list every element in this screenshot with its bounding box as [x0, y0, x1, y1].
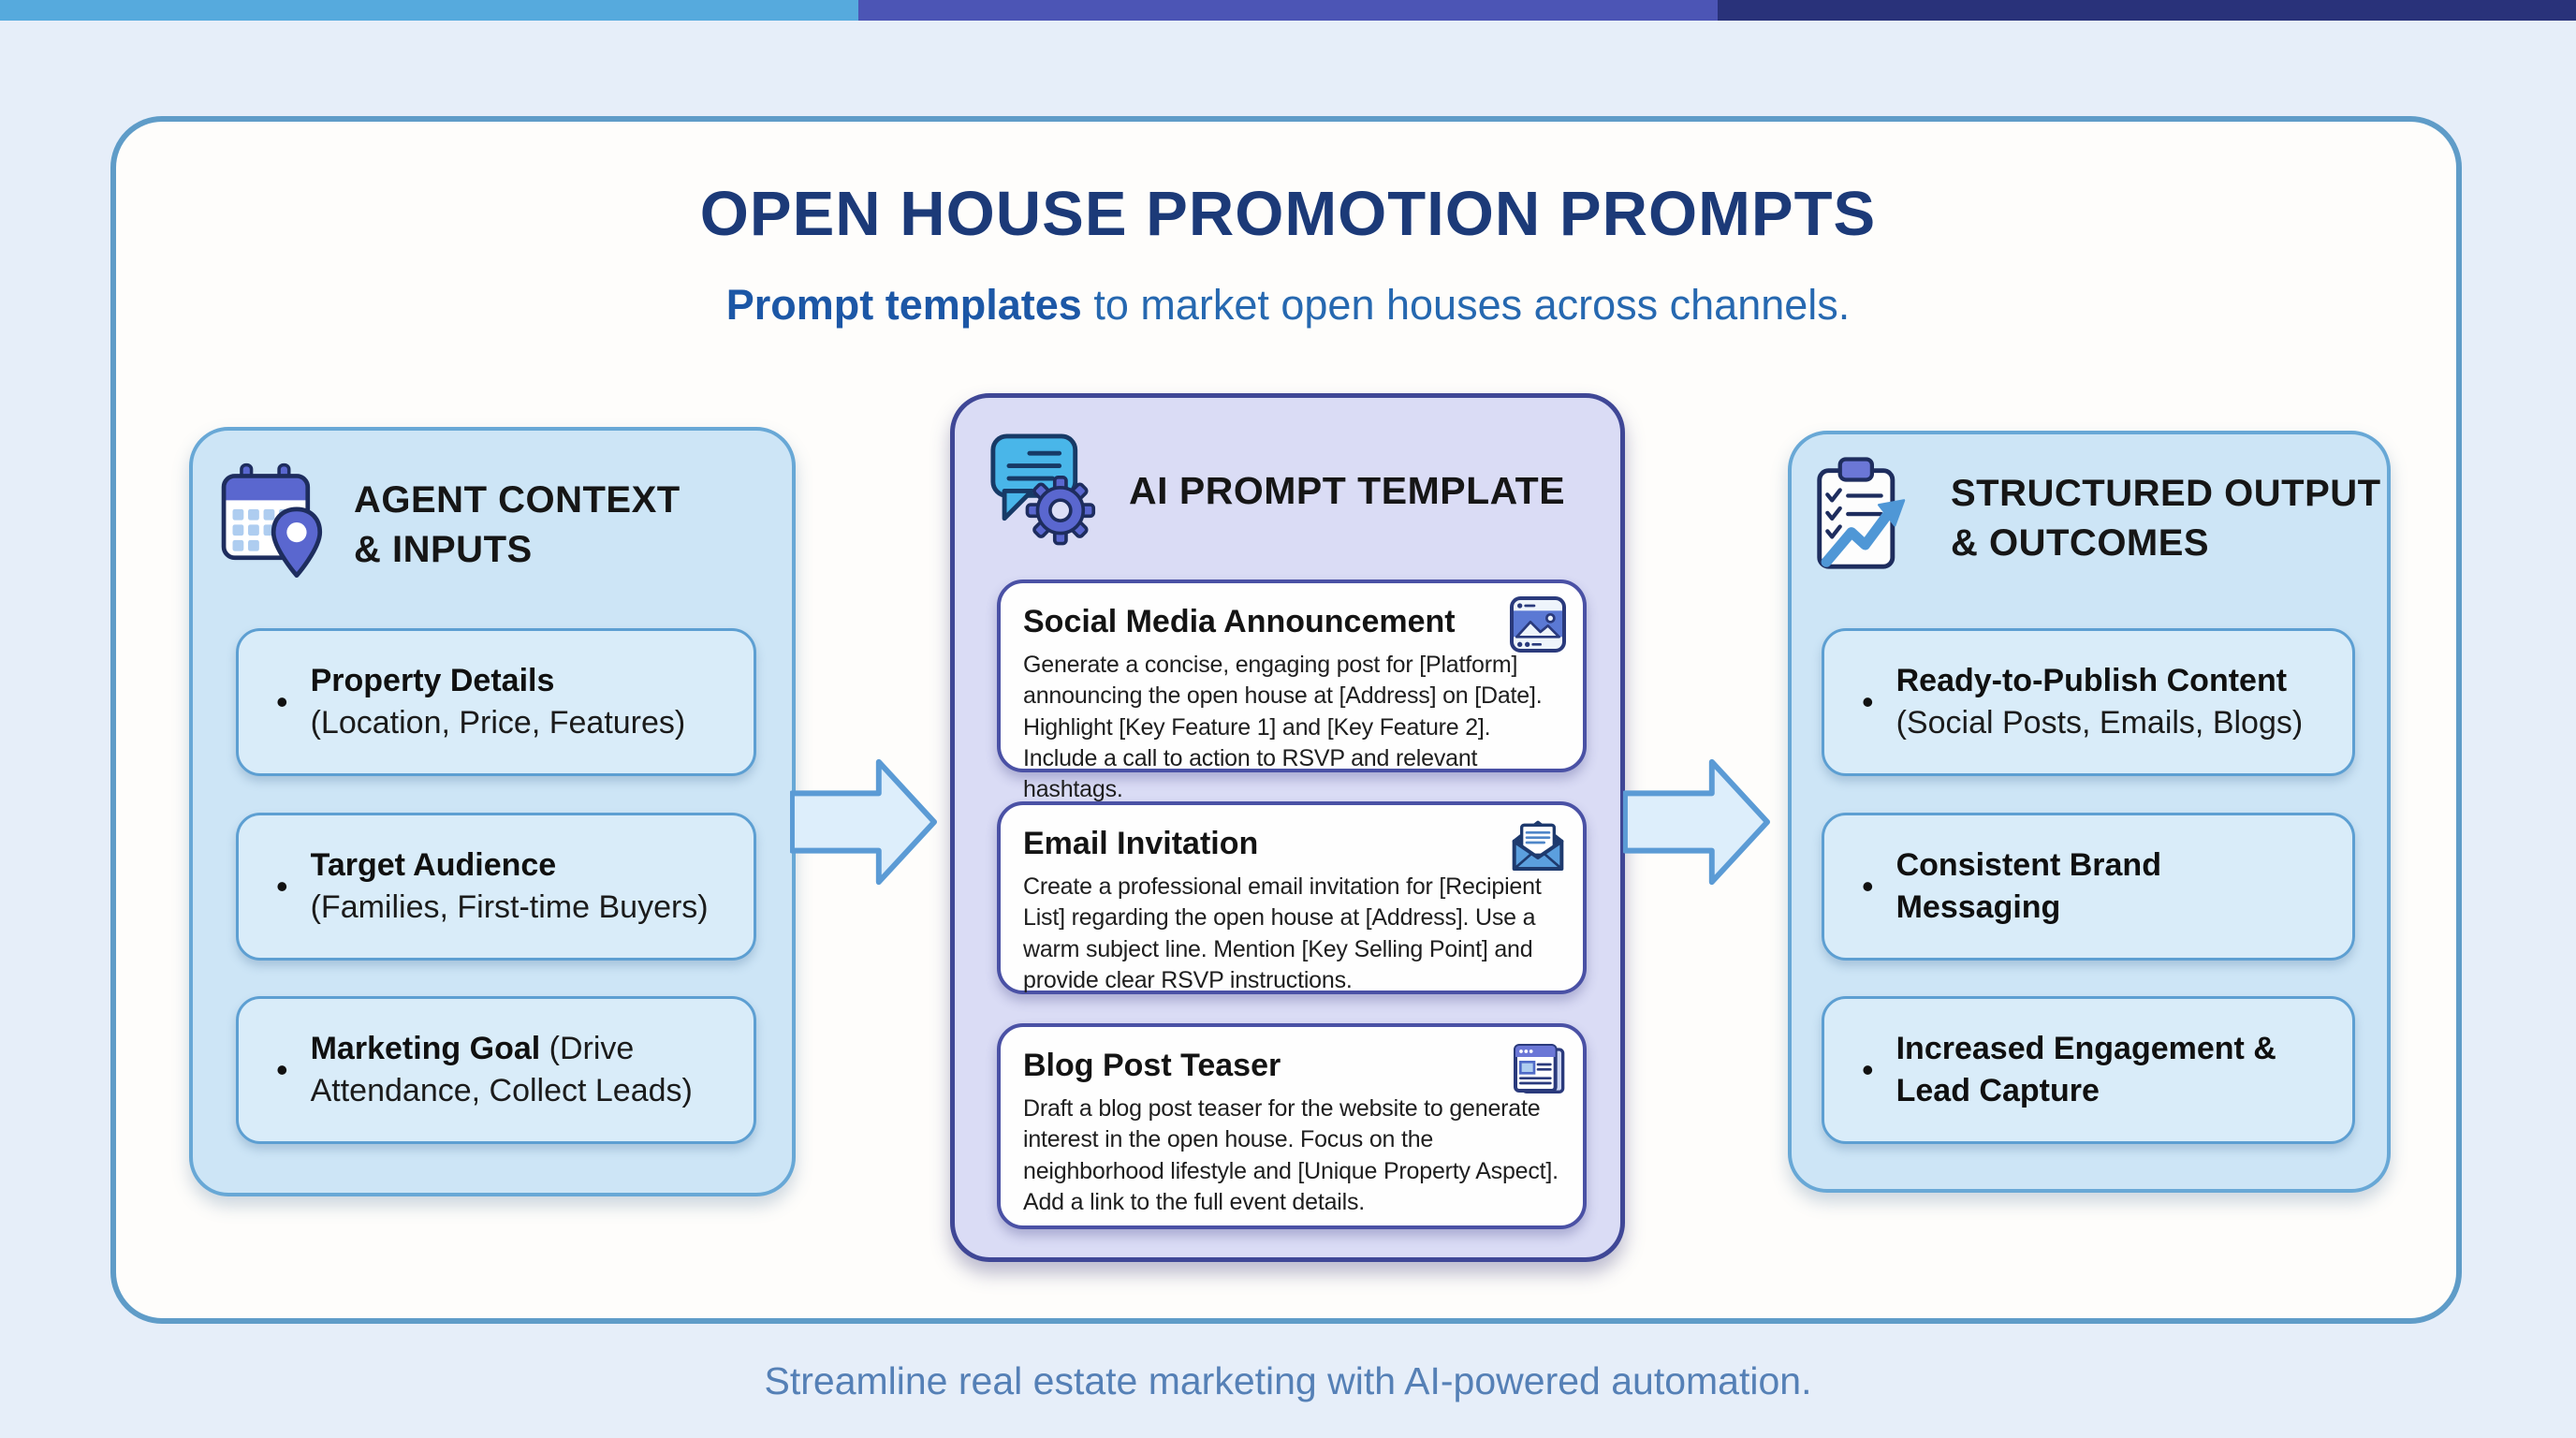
subtitle-rest: to market open houses across channels. — [1081, 281, 1851, 329]
input-item-text: Target Audience (Families, First-time Bu… — [311, 844, 709, 929]
top-accent-bar — [0, 0, 2576, 21]
output-item-engagement: • Increased Engagement & Lead Capture — [1822, 996, 2355, 1144]
output-item-rest: (Social Posts, Emails, Blogs) — [1895, 705, 2304, 741]
agent-context-title: AGENT CONTEXT & INPUTS — [354, 476, 681, 575]
bullet: • — [276, 867, 288, 905]
prompt-card-social-media: Social Media Announcement Generate a con… — [997, 580, 1587, 802]
flow-arrow-right-icon — [1623, 758, 1771, 886]
input-item-marketing-goal: • Marketing Goal (Drive Attendance, Coll… — [236, 996, 756, 1144]
page-title: OPEN HOUSE PROMOTION PROMPTS — [699, 179, 1877, 249]
input-item-rest: (Location, Price, Features) — [310, 705, 686, 741]
panel-ai-prompt-template: AI PROMPT TEMPLATE Social Media Announce… — [950, 393, 1625, 1262]
card-body: Generate a concise, engaging post for [P… — [1023, 652, 1543, 802]
bullet: • — [1862, 867, 1874, 905]
card-title: Email Invitation — [1023, 826, 1259, 861]
accent-segment-navy — [1717, 0, 2576, 21]
blog-icon — [1508, 1038, 1568, 1103]
card-title: Blog Post Teaser — [1023, 1048, 1281, 1083]
input-item-text: Marketing Goal (Drive Attendance, Collec… — [311, 1028, 725, 1112]
footer-tagline: Streamline real estate marketing with AI… — [764, 1359, 1812, 1402]
panel-structured-output: STRUCTURED OUTPUT & OUTCOMES • Ready-to-… — [1788, 431, 2391, 1193]
output-item-bold: Increased Engagement & Lead Capture — [1895, 1030, 2276, 1108]
social-post-icon — [1508, 594, 1568, 659]
card-body: Create a professional email invitation f… — [1023, 873, 1542, 993]
accent-segment-indigo — [858, 0, 1718, 21]
input-item-bold: Property Details — [310, 662, 555, 698]
card-body: Draft a blog post teaser for the website… — [1023, 1095, 1559, 1215]
card-title: Social Media Announcement — [1023, 604, 1456, 639]
bullet: • — [276, 1050, 288, 1089]
agent-context-title-line1: AGENT CONTEXT — [354, 478, 681, 521]
chat-gear-icon — [988, 432, 1103, 550]
outputs-title: STRUCTURED OUTPUT & OUTCOMES — [1951, 469, 2381, 568]
email-icon — [1508, 816, 1568, 881]
input-item-bold: Marketing Goal — [310, 1030, 541, 1066]
input-item-text: Property Details (Location, Price, Featu… — [311, 660, 686, 744]
output-item-brand-messaging: • Consistent Brand Messaging — [1822, 813, 2355, 961]
input-item-target-audience: • Target Audience (Families, First-time … — [236, 813, 756, 961]
outputs-header: STRUCTURED OUTPUT & OUTCOMES — [1810, 457, 2381, 580]
subtitle-emphasis: Prompt templates — [725, 281, 1082, 329]
input-item-rest: (Families, First-time Buyers) — [310, 889, 709, 925]
prompt-card-blog: Blog Post Teaser Draft a blog post tease… — [997, 1023, 1587, 1229]
bullet: • — [1862, 682, 1874, 721]
output-item-bold: Ready-to-Publish Content — [1895, 662, 2288, 698]
outputs-title-line2: & OUTCOMES — [1951, 522, 2210, 564]
panel-agent-context: AGENT CONTEXT & INPUTS • Property Detail… — [189, 427, 796, 1196]
template-title: AI PROMPT TEMPLATE — [1129, 469, 1566, 513]
calendar-pin-icon — [217, 462, 328, 587]
page-subtitle: Prompt templates to market open houses a… — [0, 281, 2576, 330]
output-item-bold: Consistent Brand Messaging — [1895, 846, 2161, 925]
outputs-title-line1: STRUCTURED OUTPUT — [1951, 473, 2381, 515]
prompt-card-email: Email Invitation Create a professional e… — [997, 801, 1587, 994]
flow-arrow-left-icon — [790, 758, 938, 886]
agent-context-title-line2: & INPUTS — [354, 528, 533, 570]
output-item-text: Increased Engagement & Lead Capture — [1896, 1028, 2324, 1112]
agent-context-header: AGENT CONTEXT & INPUTS — [217, 462, 681, 587]
input-item-bold: Target Audience — [310, 846, 557, 883]
accent-segment-light-blue — [0, 0, 859, 21]
output-item-text: Ready-to-Publish Content (Social Posts, … — [1896, 660, 2304, 744]
input-item-property-details: • Property Details (Location, Price, Fea… — [236, 628, 756, 776]
output-item-text: Consistent Brand Messaging — [1896, 844, 2324, 929]
template-header: AI PROMPT TEMPLATE — [988, 432, 1565, 550]
output-item-ready-content: • Ready-to-Publish Content (Social Posts… — [1822, 628, 2355, 776]
bullet: • — [276, 682, 288, 721]
input-item-rest: (Drive Attendance, Collect Leads) — [310, 1030, 693, 1108]
clipboard-growth-icon — [1810, 457, 1925, 580]
bullet: • — [1862, 1050, 1874, 1089]
